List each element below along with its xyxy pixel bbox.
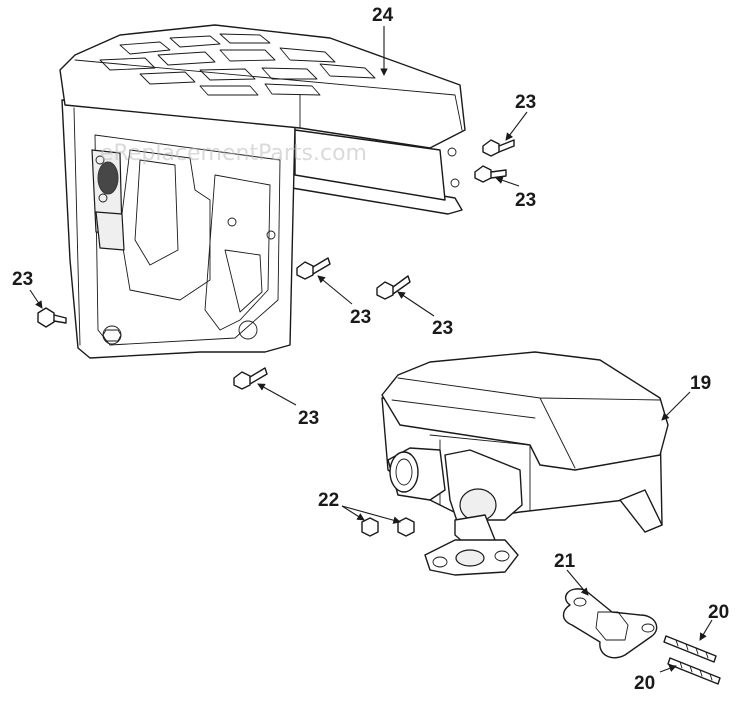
callout-23-center-right: 23 xyxy=(432,318,453,339)
callout-23-left: 23 xyxy=(12,269,33,290)
shroud-part-24 xyxy=(59,24,466,359)
callout-20-bottom: 20 xyxy=(634,673,655,694)
stud-part-20-b xyxy=(667,657,721,685)
bolt-part-23-e xyxy=(376,275,411,300)
bolt-part-23-d xyxy=(296,257,331,280)
callout-24: 24 xyxy=(372,5,394,26)
callout-22: 22 xyxy=(318,490,339,511)
bolt-part-23-c xyxy=(37,307,67,328)
callout-19: 19 xyxy=(690,373,711,394)
air-cleaner-part-19 xyxy=(381,351,669,576)
callout-23-center: 23 xyxy=(350,307,371,328)
callout-21: 21 xyxy=(554,551,576,572)
callout-20-top: 20 xyxy=(708,602,729,623)
nuts-part-22 xyxy=(361,517,415,537)
leader-lines xyxy=(29,26,713,673)
callout-23-right: 23 xyxy=(515,190,536,211)
bolt-part-23-f xyxy=(233,367,268,390)
gasket-part-21 xyxy=(562,588,658,659)
callout-labels: 24 23 23 23 23 23 23 19 22 21 20 20 xyxy=(12,5,729,694)
callout-23-bottom: 23 xyxy=(298,408,319,429)
watermark: eReplacementParts.com xyxy=(100,141,367,166)
bolt-part-23-b xyxy=(474,165,507,183)
stud-part-20-a xyxy=(663,635,717,663)
bolt-part-23-a xyxy=(482,139,515,157)
callout-23-top: 23 xyxy=(515,92,536,113)
